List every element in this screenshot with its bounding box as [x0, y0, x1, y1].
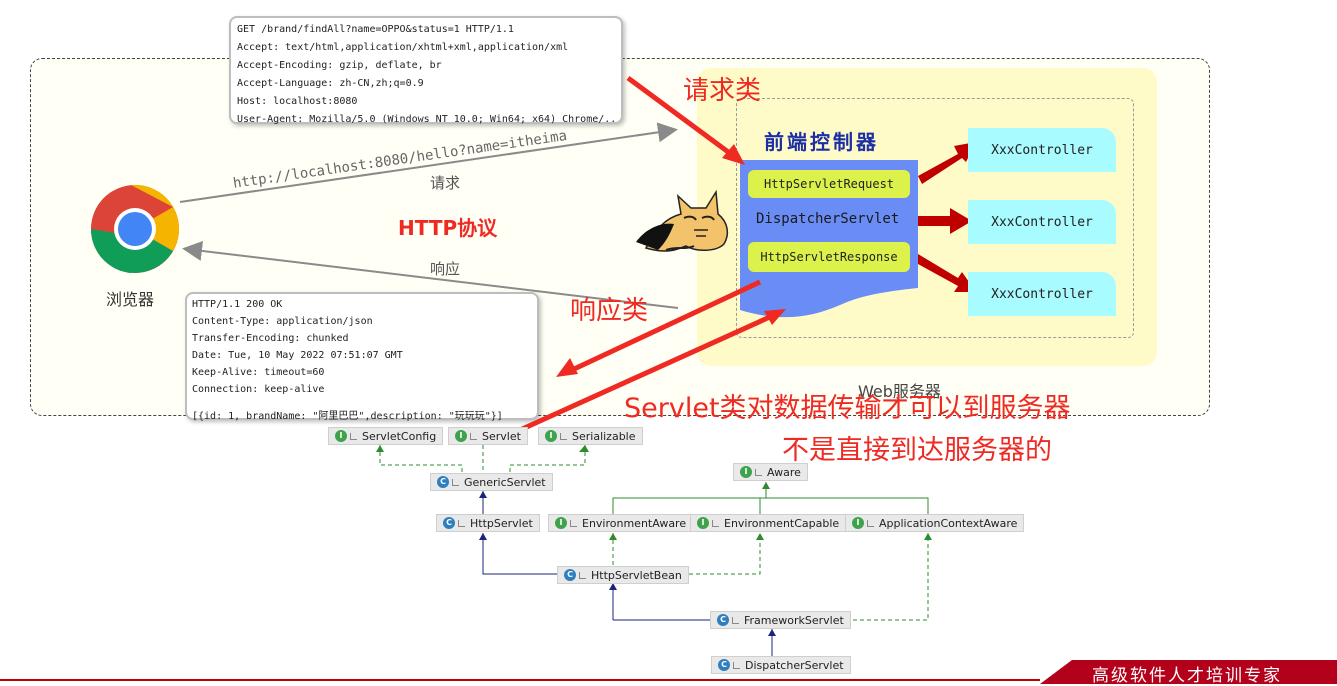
node-label: Aware: [767, 465, 801, 479]
browser-label: 浏览器: [106, 290, 155, 309]
node-label: FrameworkServlet: [744, 613, 844, 627]
web-server-label: Web服务器: [858, 382, 941, 401]
controller-arrows: [918, 142, 976, 292]
public-icon: [733, 661, 740, 669]
node-servlet: I Servlet: [448, 427, 528, 445]
node-label: ApplicationContextAware: [879, 516, 1018, 530]
node-frameworkservlet: C FrameworkServlet: [710, 611, 851, 629]
node-applicationcontextaware: I ApplicationContextAware: [845, 514, 1025, 532]
interface-icon: I: [852, 517, 864, 529]
red-annotation-arrows: [518, 75, 786, 433]
response-line-5: Keep-Alive: timeout=60: [192, 367, 325, 378]
node-aware: I Aware: [733, 463, 808, 481]
request-line-4: Accept-Language: zh-CN,zh;q=0.9: [237, 78, 424, 89]
controller-1: XxxController: [968, 128, 1116, 172]
note-line-2: 不是直接到达服务器的: [782, 435, 1052, 466]
node-dispatcherservlet: C DispatcherServlet: [711, 656, 851, 674]
request-line-3: Accept-Encoding: gzip, deflate, br: [237, 60, 442, 71]
front-controller-title: 前端控制器: [764, 130, 879, 154]
tomcat-icon: [636, 189, 729, 252]
interface-icon: I: [555, 517, 567, 529]
front-controller-panel: [740, 160, 918, 318]
public-icon: [732, 616, 739, 624]
request-line-2: Accept: text/html,application/xhtml+xml,…: [237, 42, 569, 53]
http-request-message: GET /brand/findAll?name=OPPO&status=1 HT…: [229, 16, 623, 125]
response-line-2: Content-Type: application/json: [192, 316, 373, 327]
public-icon: [755, 468, 762, 476]
response-line-4: Date: Tue, 10 May 2022 07:51:07 GMT: [192, 350, 403, 361]
public-icon: [579, 571, 586, 579]
request-line-1: GET /brand/findAll?name=OPPO&status=1 HT…: [237, 24, 514, 35]
request-arrow: [179, 122, 678, 203]
public-icon: [867, 519, 874, 527]
response-class-label: 响应类: [570, 296, 649, 326]
request-label: 请求: [430, 174, 461, 192]
http-servlet-response-tag: HttpServletResponse: [748, 242, 910, 272]
request-class-label: 请求类: [683, 76, 762, 106]
interface-icon: I: [545, 430, 557, 442]
public-icon: [452, 478, 459, 486]
response-line-3: Transfer-Encoding: chunked: [192, 333, 349, 344]
controller-3: XxxController: [968, 272, 1116, 316]
class-icon: C: [443, 517, 455, 529]
node-servletconfig: I ServletConfig: [328, 427, 444, 445]
node-label: ServletConfig: [362, 429, 437, 443]
http-response-message: HTTP/1.1 200 OK Content-Type: applicatio…: [185, 292, 539, 422]
node-label: HttpServlet: [470, 516, 533, 530]
hierarchy-arrowheads: [376, 445, 932, 636]
response-label: 响应: [430, 260, 461, 278]
response-line-1: HTTP/1.1 200 OK: [192, 299, 283, 310]
node-label: EnvironmentCapable: [724, 516, 840, 530]
node-label: EnvironmentAware: [582, 516, 687, 530]
footer-banner: [1040, 660, 1337, 684]
request-line-6: User-Agent: Mozilla/5.0 (Windows NT 10.0…: [237, 114, 615, 125]
request-line-5: Host: localhost:8080: [237, 96, 358, 107]
protocol-label: HTTP协议: [398, 216, 498, 240]
public-icon: [470, 432, 477, 440]
http-servlet-request-tag: HttpServletRequest: [748, 170, 910, 198]
public-icon: [560, 432, 567, 440]
class-icon: C: [564, 569, 576, 581]
chrome-icon: [90, 184, 180, 273]
node-label: DispatcherServlet: [745, 658, 844, 672]
node-label: Serializable: [572, 429, 636, 443]
node-environmentcapable: I EnvironmentCapable: [690, 514, 847, 532]
footer-slogan: 高级软件人才培训专家: [1092, 666, 1282, 686]
public-icon: [350, 432, 357, 440]
response-line-8: [{id: 1, brandName: "阿里巴巴",description: …: [192, 411, 503, 422]
public-icon: [458, 519, 465, 527]
node-label: HttpServletBean: [591, 568, 682, 582]
interface-icon: I: [697, 517, 709, 529]
node-httpservlet: C HttpServlet: [436, 514, 540, 532]
node-genericservlet: C GenericServlet: [430, 473, 553, 491]
public-icon: [712, 519, 719, 527]
server-inner-dashed: [736, 98, 1134, 338]
node-label: Servlet: [482, 429, 521, 443]
interface-icon: I: [455, 430, 467, 442]
node-serializable: I Serializable: [538, 427, 643, 445]
class-icon: C: [718, 659, 730, 671]
interface-icon: I: [335, 430, 347, 442]
hierarchy-connectors: [379, 445, 929, 656]
node-environmentaware: I EnvironmentAware: [548, 514, 694, 532]
node-httpservletbean: C HttpServletBean: [557, 566, 689, 584]
class-icon: C: [717, 614, 729, 626]
note-line-1: Servlet类对数据传输才可以到服务器: [624, 393, 1071, 424]
interface-icon: I: [740, 466, 752, 478]
class-icon: C: [437, 476, 449, 488]
response-line-6: Connection: keep-alive: [192, 384, 325, 395]
dispatcher-servlet-label: DispatcherServlet: [756, 211, 900, 227]
public-icon: [570, 519, 577, 527]
response-arrow: [182, 240, 679, 309]
controller-2: XxxController: [968, 200, 1116, 244]
node-label: GenericServlet: [464, 475, 546, 489]
